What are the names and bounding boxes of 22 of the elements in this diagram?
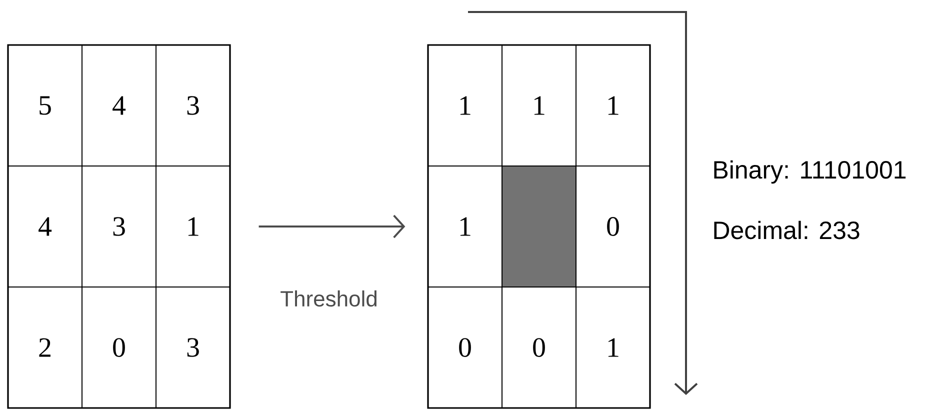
shaded-cell (502, 166, 576, 288)
grid (7, 44, 231, 409)
grid-cell: 3 (156, 286, 230, 408)
grid-cell: 0 (82, 286, 156, 408)
grid-cell: 0 (502, 286, 576, 408)
grid (427, 44, 651, 409)
grid-cell: 1 (576, 44, 650, 166)
grid-cell: 4 (8, 166, 82, 288)
grid-cell: 1 (428, 44, 502, 166)
grid-cell: 3 (156, 44, 230, 166)
result-text: Binary: 11101001 (714, 160, 906, 184)
grid-cell: 0 (576, 166, 650, 288)
grid-cell: 2 (8, 286, 82, 408)
grid-cell: 5 (8, 44, 82, 166)
grid-cell: 0 (428, 286, 502, 408)
arrow (258, 214, 406, 238)
grid-cell: 1 (156, 166, 230, 288)
edge-label: Threshold (280, 290, 376, 307)
result-text: Decimal: 233 (714, 220, 860, 240)
grid-cell: 3 (82, 166, 156, 288)
grid-cell: 1 (576, 286, 650, 408)
grid-cell: 4 (82, 44, 156, 166)
